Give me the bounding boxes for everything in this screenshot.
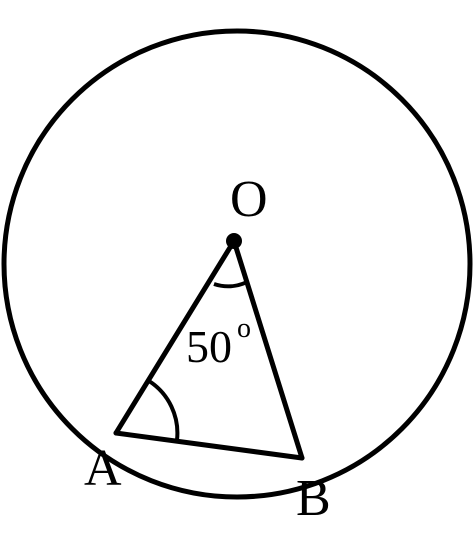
center-point-o (226, 233, 242, 249)
label-o: O (230, 171, 268, 228)
label-a: A (84, 440, 122, 497)
angle-arc-o (213, 280, 248, 289)
label-b: B (296, 470, 331, 527)
radius-oa (113, 238, 237, 436)
angle-label-degree: o (237, 313, 251, 344)
angle-label-value: 50 (186, 321, 232, 372)
radius-ob (231, 238, 305, 461)
angle-arc-a (147, 379, 180, 441)
circle-outline (1, 28, 473, 500)
chord-ab (113, 430, 305, 461)
